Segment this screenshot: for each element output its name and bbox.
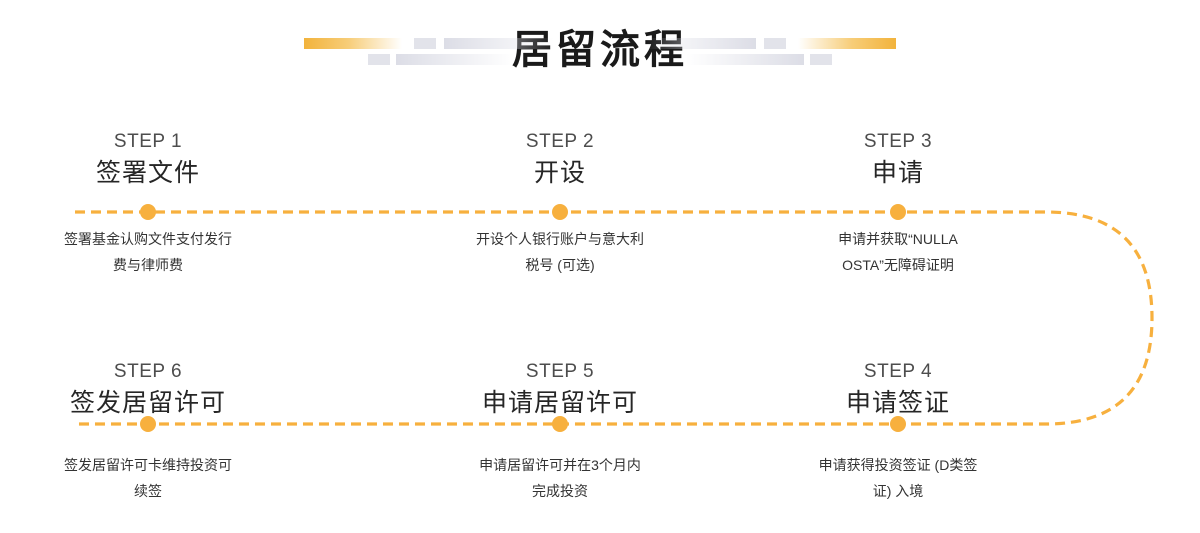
step-2-description: 开设个人银行账户与意大利 税号 (可选)	[410, 226, 710, 278]
step-4-description: 申请获得投资签证 (D类签 证) 入境	[748, 452, 1048, 504]
step-1-desc-line-2: 费与律师费	[113, 257, 183, 273]
step-4-label: STEP 4	[863, 361, 933, 382]
header-decoration-right	[646, 33, 904, 67]
step-2-heading: STEP 2 开设	[410, 128, 710, 190]
milestone-dot-step-2	[552, 204, 568, 220]
milestone-dot-step-3	[890, 204, 906, 220]
deco-square-right-bottom	[810, 54, 832, 65]
step-6-desc-line-2: 续签	[134, 483, 162, 499]
step-5-title: 申请居留许可	[481, 389, 638, 417]
step-3-heading: STEP 3 申请	[748, 128, 1048, 190]
step-4-desc-line-2: 证) 入境	[872, 483, 924, 499]
deco-gray-bar-left-top	[444, 38, 554, 49]
deco-gray-bar-right-top	[646, 38, 756, 49]
step-5-description: 申请居留许可并在3个月内 完成投资	[410, 452, 710, 504]
deco-gray-bar-left-bottom	[396, 54, 514, 65]
step-2-label: STEP 2	[525, 131, 595, 152]
deco-square-left-top	[414, 38, 436, 49]
page-title: 居留流程	[512, 28, 688, 72]
step-5-desc-line-2: 完成投资	[532, 483, 588, 499]
milestone-dot-step-1	[140, 204, 156, 220]
step-6-description: 签发居留许可卡维持投资可 续签	[0, 452, 298, 504]
deco-gray-bar-right-bottom	[686, 54, 804, 65]
step-4-title: 申请签证	[845, 389, 950, 417]
step-3-desc-line-2: OSTA”无障碍证明	[842, 257, 954, 273]
step-2-desc-line-1: 开设个人银行账户与意大利	[476, 231, 644, 247]
step-4-desc-line-1: 申请获得投资签证 (D类签	[818, 457, 978, 473]
step-6-desc-line-1: 签发居留许可卡维持投资可	[64, 457, 232, 473]
step-3-desc-line-1: 申请并获取“NULLA	[838, 231, 958, 247]
step-3-label: STEP 3	[863, 131, 933, 152]
header-decoration-left	[296, 33, 554, 67]
step-5-heading: STEP 5 申请居留许可	[410, 358, 710, 420]
step-1-heading: STEP 1 签署文件	[0, 128, 298, 190]
step-6-label: STEP 6	[113, 361, 183, 382]
deco-square-right-top	[764, 38, 786, 49]
step-6-title: 签发居留许可	[69, 389, 226, 417]
page-header: 居留流程	[0, 0, 1200, 100]
step-5-label: STEP 5	[525, 361, 595, 382]
step-5-desc-line-1: 申请居留许可并在3个月内	[479, 457, 641, 473]
step-2-title: 开设	[533, 159, 586, 187]
step-1-label: STEP 1	[113, 131, 183, 152]
step-1-title: 签署文件	[95, 159, 200, 187]
milestone-dot-step-6	[140, 416, 156, 432]
step-3-description: 申请并获取“NULLA OSTA”无障碍证明	[748, 226, 1048, 278]
deco-square-left-bottom	[368, 54, 390, 65]
step-2-desc-line-2: 税号 (可选)	[525, 257, 595, 273]
step-6-heading: STEP 6 签发居留许可	[0, 358, 298, 420]
step-4-heading: STEP 4 申请签证	[748, 358, 1048, 420]
deco-gold-bar-right	[798, 38, 896, 49]
milestone-dot-step-4	[890, 416, 906, 432]
milestone-dot-step-5	[552, 416, 568, 432]
step-3-title: 申请	[871, 159, 924, 187]
step-1-description: 签署基金认购文件支付发行 费与律师费	[0, 226, 298, 278]
step-1-desc-line-1: 签署基金认购文件支付发行	[64, 231, 232, 247]
deco-gold-bar-left	[304, 38, 402, 49]
